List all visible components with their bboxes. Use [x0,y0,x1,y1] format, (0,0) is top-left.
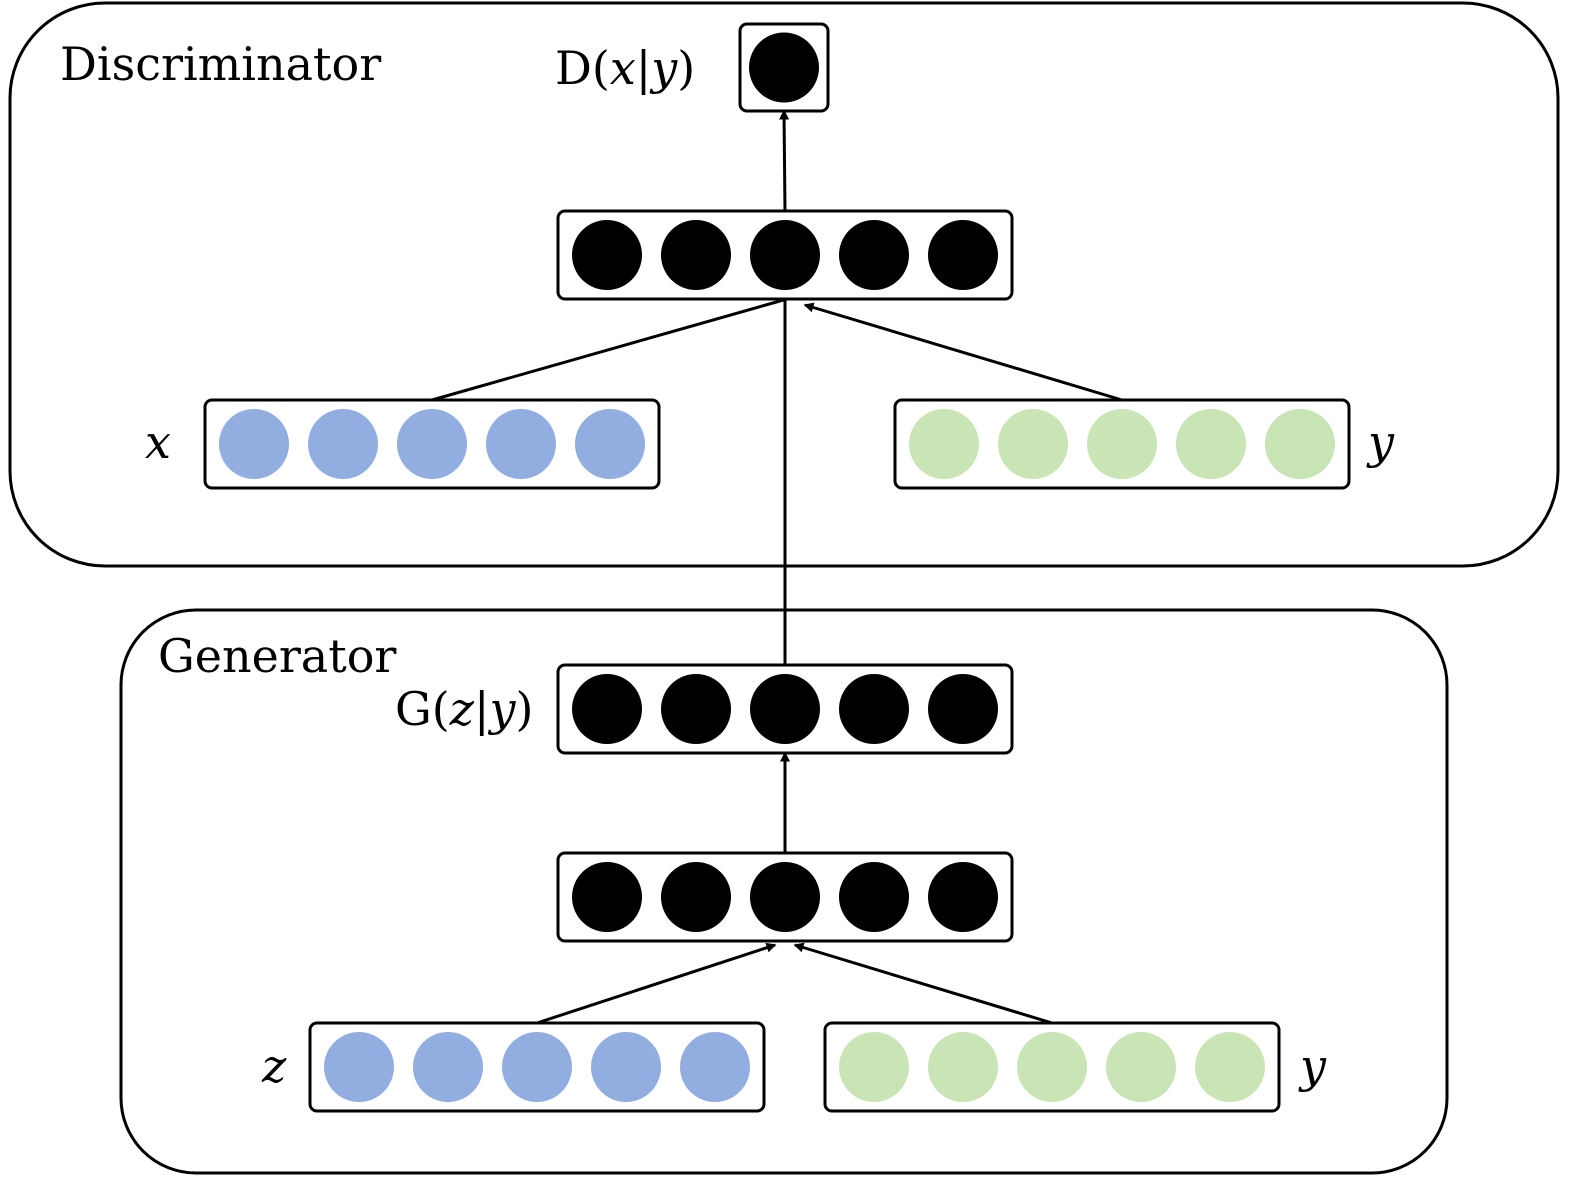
neuron [591,1032,661,1102]
neuron [928,674,998,744]
discriminator-input-y-layer [893,398,1351,490]
neuron [749,32,819,103]
neuron [928,862,998,932]
discriminator-input-x-label: x [145,415,171,469]
layers [203,22,1351,1113]
generator-output-layer [556,663,1014,755]
edge-discriminator-hidden-to-discriminator-output [779,109,790,212]
neuron [324,1032,394,1102]
discriminator-input-x-layer [203,398,661,490]
neuron [397,409,467,479]
neuron [572,220,642,290]
neuron [486,409,556,479]
neuron [909,409,979,479]
generator-output-label: G(z|y) [395,682,533,736]
label-close: ) [677,41,695,95]
discriminator-hidden-layer [556,209,1014,301]
neuron [575,409,645,479]
edge-generator-input-z-to-generator-hidden [536,942,777,1025]
neuron [413,1032,483,1102]
generator-input-z-label: z [261,1039,287,1093]
generator-input-y-layer [823,1021,1281,1113]
neuron [839,220,909,290]
neuron [572,674,642,744]
label-var-y: y [649,41,678,95]
neuron [750,220,820,290]
neuron [839,862,909,932]
neuron [661,220,731,290]
neuron [839,674,909,744]
label-func: D( [555,41,610,95]
neuron [750,862,820,932]
generator-input-z-layer [308,1021,766,1113]
neuron [308,409,378,479]
neuron [661,862,731,932]
discriminator-output-layer [738,22,830,113]
neuron [1176,409,1246,479]
neuron [219,409,289,479]
neuron [572,862,642,932]
discriminator-output-label: D(x|y) [555,41,695,95]
neuron [1017,1032,1087,1102]
label-close: ) [515,682,533,736]
generator-hidden-layer [556,851,1014,943]
edges [431,109,1123,1025]
edge-discriminator-input-y-to-discriminator-hidden [803,302,1123,402]
generator-title: Generator [158,629,396,683]
neuron [502,1032,572,1102]
discriminator-title: Discriminator [60,37,381,91]
neuron [1265,409,1335,479]
edge-generator-input-y-to-generator-hidden [793,942,1053,1025]
neuron [998,409,1068,479]
label-var-z: z [449,682,475,736]
neuron [928,220,998,290]
label-func: G( [395,682,450,736]
label-var-x: x [610,41,636,95]
label-bar: | [636,41,652,95]
neuron [1106,1032,1176,1102]
neuron [750,674,820,744]
neuron [661,674,731,744]
neuron [839,1032,909,1102]
label-bar: | [474,682,490,736]
neuron [680,1032,750,1102]
discriminator-input-y-label: y [1366,415,1395,469]
neuron [928,1032,998,1102]
edge-discriminator-input-x-to-discriminator-hidden [431,297,788,402]
generator-input-y-label: y [1298,1039,1327,1093]
neuron [1195,1032,1265,1102]
label-var-y: y [487,682,516,736]
neuron [1087,409,1157,479]
